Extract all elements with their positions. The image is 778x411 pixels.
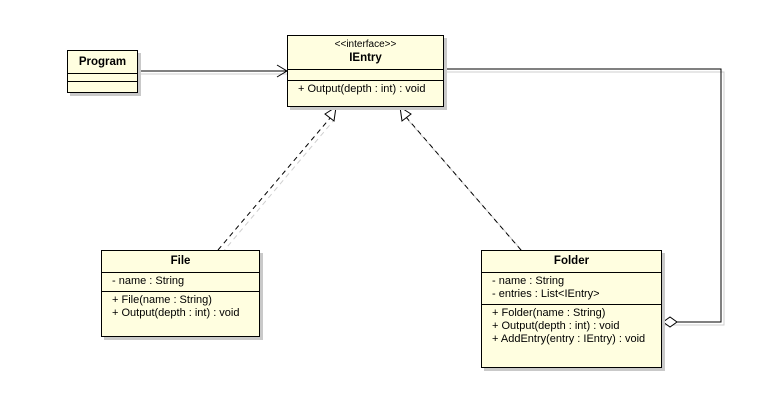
class-file-name: File xyxy=(170,255,191,267)
class-program-operations xyxy=(68,82,137,89)
class-folder-header: Folder xyxy=(482,251,661,273)
aggregation-diamond-icon xyxy=(662,316,678,328)
operation-row: + AddEntry(entry : IEntry) : void xyxy=(492,333,646,345)
hollow-triangle-head xyxy=(399,105,412,122)
realization-file-ientry xyxy=(217,105,337,254)
class-file-header: File xyxy=(102,251,259,273)
class-folder-name: Folder xyxy=(553,255,590,267)
attribute-row: - name : String xyxy=(492,275,565,287)
operation-row: + Folder(name : String) xyxy=(492,307,606,319)
hollow-triangle-head xyxy=(324,105,337,122)
class-ientry-operations: + Output(depth : int) : void xyxy=(288,81,443,99)
class-folder-attributes: - name : String - entries : List<IEntry> xyxy=(482,273,661,305)
class-program-name: Program xyxy=(78,56,127,68)
operation-row: + Output(depth : int) : void xyxy=(112,307,240,319)
attribute-row: - name : String xyxy=(112,275,185,287)
operation-row: + Output(depth : int) : void xyxy=(492,320,620,332)
class-ientry[interactable]: <<interface>> IEntry + Output(depth : in… xyxy=(287,35,444,107)
operation-row: + File(name : String) xyxy=(112,294,212,306)
class-folder[interactable]: Folder - name : String - entries : List<… xyxy=(481,250,662,368)
class-ientry-attributes xyxy=(288,70,443,81)
aggregation-folder-ientry xyxy=(444,68,725,328)
class-file[interactable]: File - name : String + File(name : Strin… xyxy=(101,250,260,337)
class-program[interactable]: Program xyxy=(67,50,138,93)
class-ientry-header: <<interface>> IEntry xyxy=(288,36,443,70)
operation-row: + Output(depth : int) : void xyxy=(298,83,426,95)
class-ientry-stereotype: <<interface>> xyxy=(334,39,397,50)
realization-folder-ientry xyxy=(399,105,525,254)
class-ientry-name: IEntry xyxy=(349,52,382,64)
association-program-ientry xyxy=(139,64,289,78)
class-folder-operations: + Folder(name : String) + Output(depth :… xyxy=(482,305,661,349)
class-program-header: Program xyxy=(68,51,137,74)
class-file-operations: + File(name : String) + Output(depth : i… xyxy=(102,292,259,323)
class-program-attributes xyxy=(68,74,137,82)
class-file-attributes: - name : String xyxy=(102,273,259,292)
attribute-row: - entries : List<IEntry> xyxy=(492,288,600,300)
